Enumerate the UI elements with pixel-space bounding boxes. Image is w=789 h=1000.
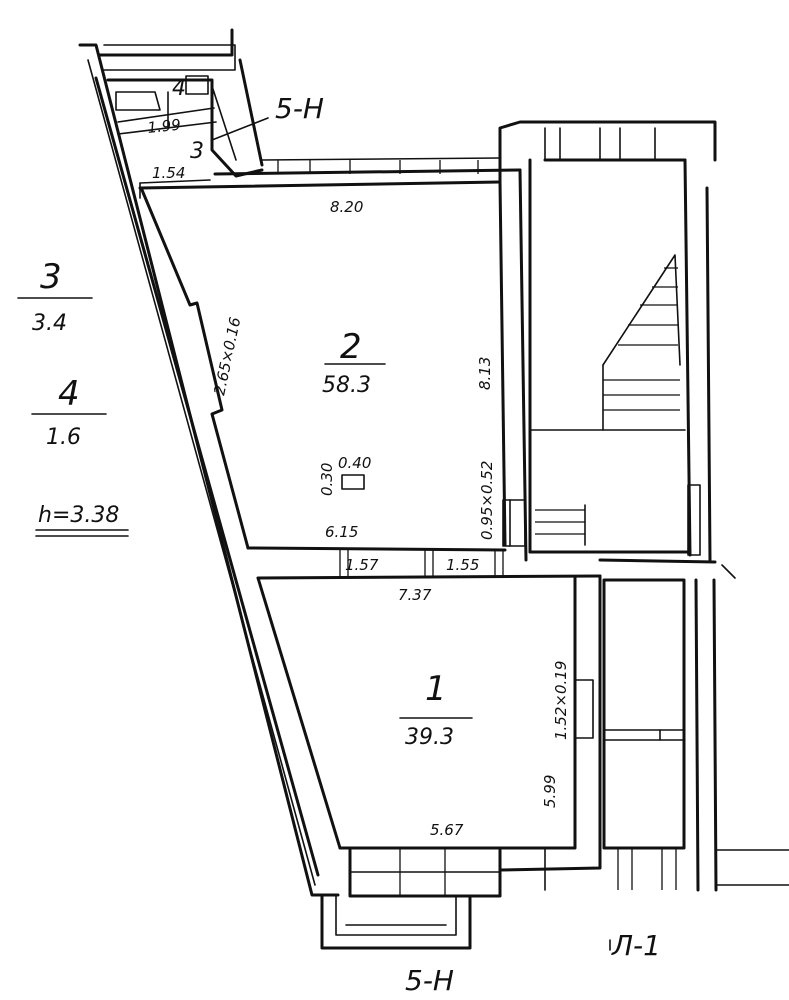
room-2-number: 2: [340, 327, 362, 367]
dim-column: 0.95×0.52: [478, 461, 496, 540]
legend-height: h=3.38: [38, 503, 119, 528]
axis-label-top: 5-Н: [275, 92, 324, 125]
exterior-wall: [78, 28, 340, 897]
corridor: [598, 558, 789, 892]
room-2-area: 58.3: [322, 373, 371, 398]
dim-room3-width: 1.99: [147, 116, 182, 137]
room-1-number: 1: [425, 669, 447, 709]
dim-room2-right: 8.13: [476, 357, 494, 390]
entrance-porch: [320, 846, 502, 950]
legend-room-4-number: 4: [58, 374, 80, 414]
dim-pipe-width: 0.40: [338, 454, 371, 472]
room-2-left-wall: [140, 188, 250, 550]
pipe-symbol: [341, 474, 365, 490]
dim-room1-top: 7.37: [398, 586, 432, 604]
dim-room3-bottom: 1.54: [152, 164, 185, 182]
room-4-number: 4: [172, 76, 186, 101]
axis-label-bottom: 5-Н: [405, 964, 454, 997]
dim-room1-bottom: 5.67: [430, 821, 464, 839]
legend: 3 3.4 4 1.6 h=3.38: [17, 257, 129, 537]
dim-opening-left: 1.57: [345, 556, 379, 574]
dim-pipe-depth: 0.30: [318, 463, 336, 496]
legend-room-4-area: 1.6: [46, 425, 81, 450]
legend-room-3-number: 3: [40, 257, 62, 297]
room-2-right-wall: [498, 168, 528, 562]
room-3-outline: [106, 75, 264, 199]
room-3-number: 3: [190, 139, 204, 164]
dim-room1-right: 5.99: [541, 775, 559, 808]
dim-opening-right: 1.55: [446, 556, 479, 574]
dim-room2-bottom: 6.15: [325, 523, 358, 541]
legend-room-3-area: 3.4: [32, 311, 67, 336]
room-1-area: 39.3: [405, 725, 454, 750]
dim-room2-left-niche: 2.65×0.16: [210, 315, 244, 396]
room-2-top-wall: [138, 157, 522, 190]
dim-room1-niche: 1.52×0.19: [552, 661, 570, 740]
partition-wall: [246, 546, 602, 580]
axis-label-right: Л-1: [611, 929, 661, 962]
stairwell: [498, 120, 717, 562]
dim-room2-top: 8.20: [330, 198, 363, 216]
